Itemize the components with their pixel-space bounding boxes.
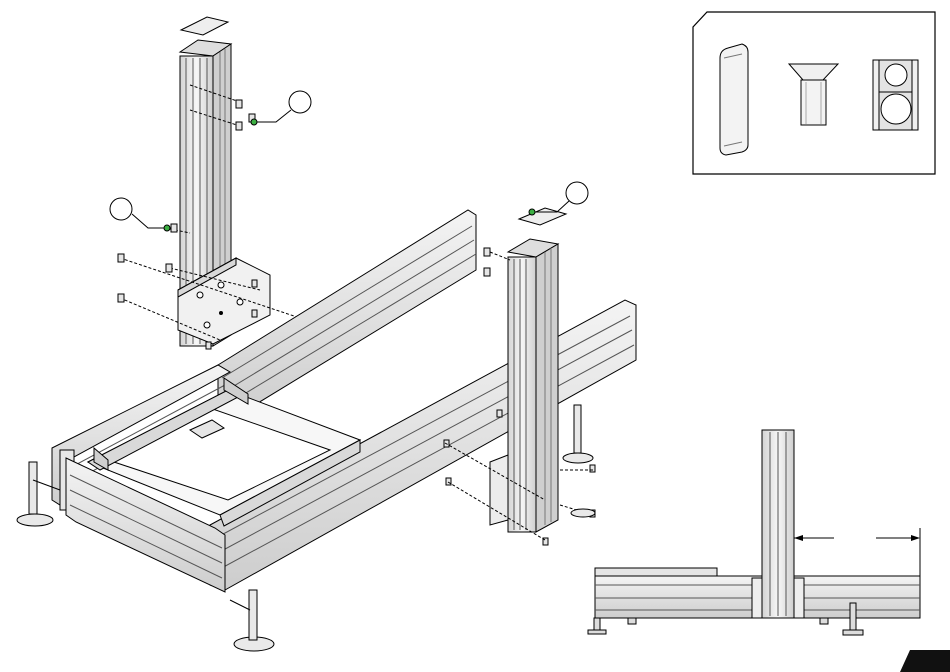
callout-nut-upright (251, 91, 311, 125)
detail-box (693, 12, 935, 174)
corner-tab (900, 650, 950, 672)
callout-end-cap (529, 182, 588, 215)
end-cap-icon (873, 60, 918, 130)
side-view (588, 430, 920, 635)
tslot-nut-icon (720, 44, 748, 155)
callout-bolt-left (110, 198, 170, 231)
